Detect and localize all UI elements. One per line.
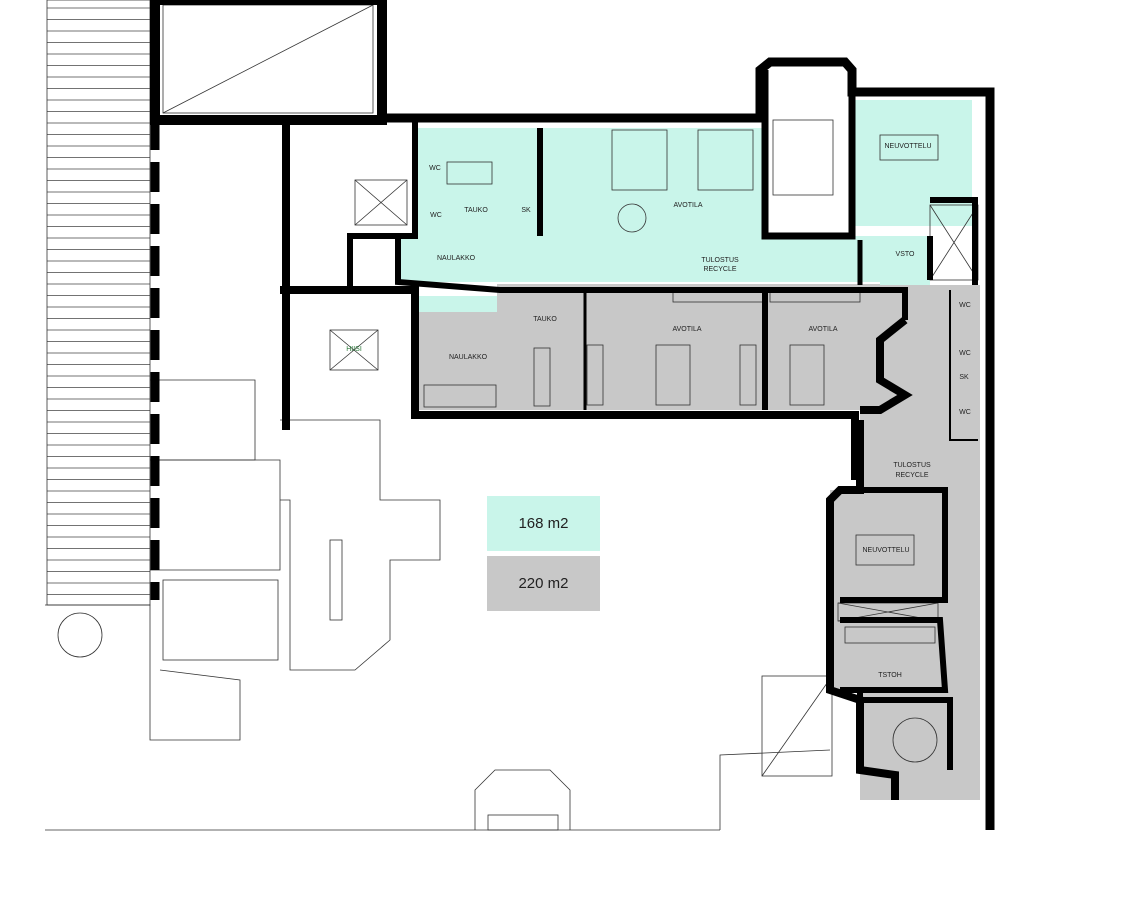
room-label-neuvottelu: NEUVOTTELU <box>862 547 909 554</box>
room-label-naulakko: NAULAKKO <box>449 354 488 361</box>
room-label-wc: WC <box>429 165 441 172</box>
legend-label: 220 m2 <box>518 575 569 592</box>
walls <box>150 0 995 830</box>
room-label-avotila: AVOTILA <box>672 326 701 333</box>
area-168 <box>398 100 972 312</box>
room-label-wc: WC <box>430 212 442 219</box>
legend-area-220: 220 m2 <box>487 556 600 611</box>
room-label-neuvottelu: NEUVOTTELU <box>884 143 931 150</box>
left-stair-hatch <box>47 7 150 595</box>
room-label-recycle: RECYCLE <box>895 472 928 479</box>
legend-label: 168 m2 <box>518 515 569 532</box>
room-label-naulakko: NAULAKKO <box>437 255 476 262</box>
room-label-tauko: TAUKO <box>464 207 488 214</box>
room-label-wc: WC <box>959 350 971 357</box>
room-label-tulostus: TULOSTUS <box>893 462 931 469</box>
room-label-tstoh: TSTOH <box>878 672 902 679</box>
room-label-avotila: AVOTILA <box>673 202 702 209</box>
room-label-recycle: RECYCLE <box>703 266 736 273</box>
room-label-avotila: AVOTILA <box>808 326 837 333</box>
room-label-sk: SK <box>521 207 531 214</box>
room-label-hiisi: HIISI <box>346 346 362 353</box>
room-label-tauko: TAUKO <box>533 316 557 323</box>
room-label-vsto: VSTO <box>896 251 915 258</box>
room-label-tulostus: TULOSTUS <box>701 257 739 264</box>
room-labels: TAUKO AVOTILA NAULAKKO TULOSTUS RECYCLE … <box>346 143 971 679</box>
legend-area-168: 168 m2 <box>487 496 600 551</box>
room-label-wc: WC <box>959 302 971 309</box>
room-label-wc: WC <box>959 409 971 416</box>
room-label-sk: SK <box>959 374 969 381</box>
